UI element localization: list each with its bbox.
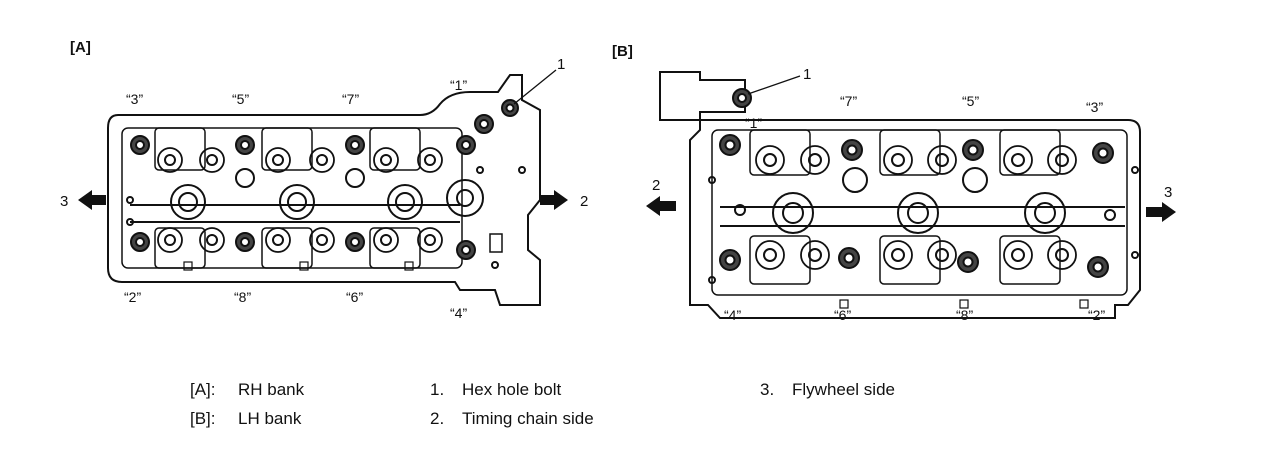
panel-a-bolt-leader-line <box>513 69 557 105</box>
panel-a-flywheel-side-arrow <box>78 190 106 210</box>
panel-a-bolt-callout: 1 <box>557 56 565 73</box>
legend-item-2: 2. Timing chain side <box>430 409 594 429</box>
panel-a-order-labels: “3” “5” “7” “1” “2” “8” “6” “4” <box>124 77 467 321</box>
panel-b-order-label-1: “1” <box>745 115 762 131</box>
panel-b-tag: [B] <box>612 43 633 60</box>
panel-a-order-label-4: “4” <box>450 305 467 321</box>
legend-code: 3. <box>760 380 775 399</box>
panel-a-hex-hole-bolts <box>474 99 519 134</box>
legend-item-a: [A]: RH bank <box>190 380 304 400</box>
panel-a-order-label-1: “1” <box>450 77 467 93</box>
panel-b-left-arrow-callout: 2 <box>652 177 660 194</box>
legend-code: 1. <box>430 380 445 399</box>
panel-a-order-label-5: “5” <box>232 91 249 107</box>
legend-code: [B]: <box>190 409 216 428</box>
legend-item-3: 3. Flywheel side <box>760 380 895 400</box>
panel-b-right-arrow-callout: 3 <box>1164 184 1172 201</box>
panel-b-order-label-3: “3” <box>1086 99 1103 115</box>
panel-a-tag: [A] <box>70 39 91 56</box>
panel-a-order-label-6: “6” <box>346 289 363 305</box>
panel-a: [A] <box>60 39 588 321</box>
panel-a-cylinder-head <box>107 74 541 306</box>
legend-text: RH bank <box>238 380 305 399</box>
legend-item-b: [B]: LH bank <box>190 409 301 429</box>
panel-a-order-label-3: “3” <box>126 91 143 107</box>
panel-a-head-bolts <box>130 135 476 260</box>
legend-text: LH bank <box>238 409 302 428</box>
panel-b-bolt-leader-line <box>747 75 801 95</box>
panel-b-cylinder-head <box>659 71 1141 319</box>
panel-b-flywheel-side-arrow <box>1146 202 1176 222</box>
panel-b-head-bolts <box>719 134 1114 278</box>
panel-a-order-label-2: “2” <box>124 289 141 305</box>
panel-b-order-label-2: “2” <box>1088 307 1105 323</box>
legend-code: 2. <box>430 409 445 428</box>
legend-code: [A]: <box>190 380 216 399</box>
panel-b-order-label-8: “8” <box>956 307 973 323</box>
panel-b-bolt-callout: 1 <box>803 66 811 83</box>
panel-a-left-arrow-callout: 3 <box>60 193 68 210</box>
panel-a-timing-chain-side-arrow <box>540 190 568 210</box>
panel-a-order-label-7: “7” <box>342 91 359 107</box>
panel-a-right-arrow-callout: 2 <box>580 193 588 210</box>
panel-b-order-label-4: “4” <box>724 307 741 323</box>
legend-text: Flywheel side <box>792 380 895 399</box>
panel-a-order-label-8: “8” <box>234 289 251 305</box>
panel-b-order-labels: “7” “5” “3” “1” “4” “6” “8” “2” <box>724 93 1105 323</box>
panel-b-order-label-7: “7” <box>840 93 857 109</box>
legend-item-1: 1. Hex hole bolt <box>430 380 561 400</box>
panel-b-order-label-6: “6” <box>834 307 851 323</box>
panel-b: [B] <box>612 43 1176 323</box>
legend-text: Timing chain side <box>462 409 594 428</box>
panel-b-timing-chain-side-arrow <box>646 196 676 216</box>
panel-b-hex-hole-bolt <box>732 88 752 108</box>
legend-text: Hex hole bolt <box>462 380 562 399</box>
panel-b-order-label-5: “5” <box>962 93 979 109</box>
